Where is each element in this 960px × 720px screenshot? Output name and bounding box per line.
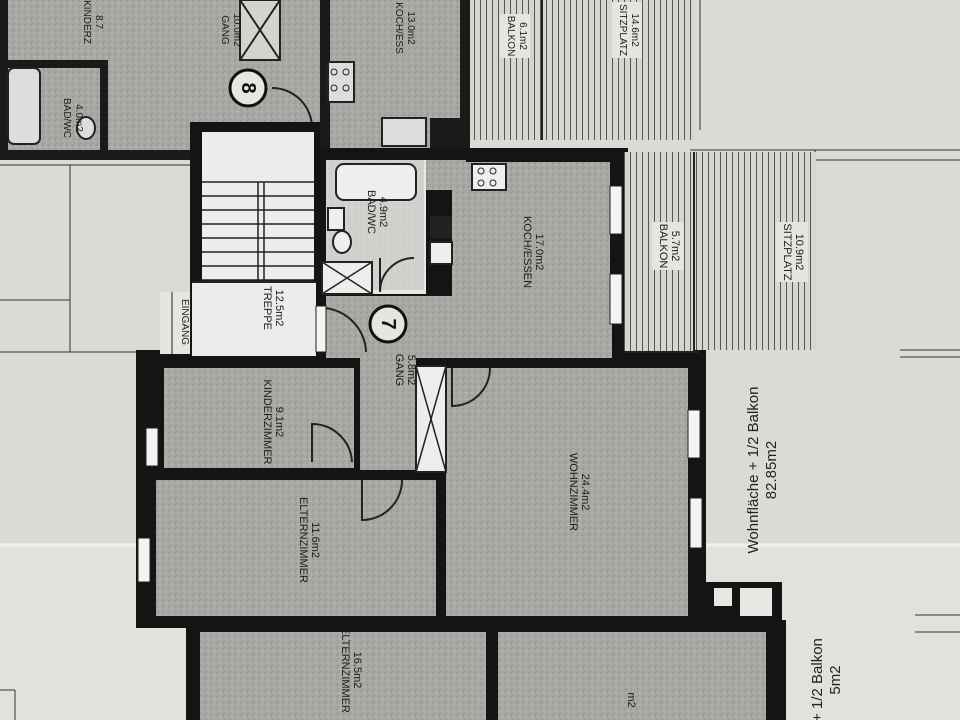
unit-8-number: 8 (237, 82, 259, 93)
room-area: 24.4m2 (579, 474, 591, 511)
windows (137, 185, 703, 583)
room-wohnzimmer-below (498, 632, 766, 720)
room-kinderzimmer (164, 368, 354, 468)
room-name: SITZPLATZ (781, 223, 793, 281)
fridge-icon (430, 216, 452, 238)
room-elternzimmer (156, 480, 436, 616)
room-area: 4.0m2 (73, 104, 84, 132)
room-name: ELTERNZIMMER (339, 627, 351, 713)
toilet-icon (332, 230, 352, 254)
room-name: ELTERNZIMMER (297, 497, 309, 583)
room-area: 5.8m2 (405, 355, 417, 386)
room-name: KINDERZ (81, 0, 92, 44)
room-name: KINDERZIMMER (261, 380, 273, 465)
room-area: 6.1m2 (517, 22, 528, 50)
room-area: 11.6m2 (309, 522, 321, 558)
room-elternzimmer-below (200, 632, 486, 720)
unit-7-badge (368, 304, 408, 344)
room-name: BAD/WC (61, 98, 72, 138)
room-name: GANG (219, 15, 230, 45)
room-name: TREPPE (261, 286, 273, 330)
room-area: 8.7 (93, 15, 104, 29)
room-name: BALKON (657, 224, 669, 269)
door-swing (271, 87, 313, 129)
room-area: 10.9m2 (793, 234, 805, 271)
toilet-icon (76, 116, 96, 140)
room-name: SITZPLATZ (617, 4, 628, 56)
washbasin-icon (327, 207, 345, 231)
room-name: BAD/WC (365, 190, 377, 234)
labels-unit-below: ELTERNZIMMER 16.5m2 m2 + 1/2 Balkon 5m2 (339, 627, 844, 720)
room-name: KOCH/ESSEN (521, 216, 533, 288)
room-name: WOHNZIMMER (567, 453, 579, 531)
eingang-label: EINGANG (179, 299, 190, 345)
bathtub-icon (335, 163, 417, 201)
room-area: 12.5m2 (273, 290, 285, 327)
room-area: m2 (625, 692, 637, 707)
unit-7-number: 7 (377, 318, 399, 329)
sink-icon (429, 241, 453, 265)
room-area: 14.6m2 (629, 13, 640, 47)
bathtub-icon (7, 67, 41, 145)
room-area: 16.5m2 (351, 652, 363, 689)
room-name: KOCH/ESS (393, 2, 404, 54)
room-area: 10.0m2 (231, 13, 242, 47)
total-area-label: Wohnfläche + 1/2 Balkon (745, 387, 762, 554)
room-area: 17.0m2 (533, 234, 545, 271)
room-name: BALKON (505, 16, 516, 57)
room-area: 5.7m2 (669, 231, 681, 262)
stove-icon (327, 61, 355, 103)
total-area-label: + 1/2 Balkon (809, 638, 826, 720)
unit-7: 7 (136, 122, 816, 628)
room-gang (360, 358, 416, 470)
total-area-value: 82.85m2 (763, 441, 780, 499)
room-area: 4.9m2 (377, 197, 389, 228)
labels-unit-8: KINDERZ 8.7 GANG 10.0m2 BAD/WC 4.0m2 KOC… (61, 0, 642, 138)
total-area-value: 5m2 (827, 665, 844, 694)
unit-below (186, 620, 786, 720)
room-area: 9.1m2 (273, 407, 285, 438)
door-swings (311, 257, 491, 522)
room-treppe (192, 282, 316, 356)
unit-8-badge (228, 68, 268, 108)
room-wohnzimmer (446, 368, 688, 616)
sink-icon (381, 117, 427, 147)
stove-icon (471, 163, 507, 191)
room-name: GANG (393, 354, 405, 386)
labels-unit-7: BAD/WC 4.9m2 KOCH/ESSEN 17.0m2 BALKON 5.… (179, 190, 808, 583)
room-area: 13.0m2 (405, 11, 416, 45)
